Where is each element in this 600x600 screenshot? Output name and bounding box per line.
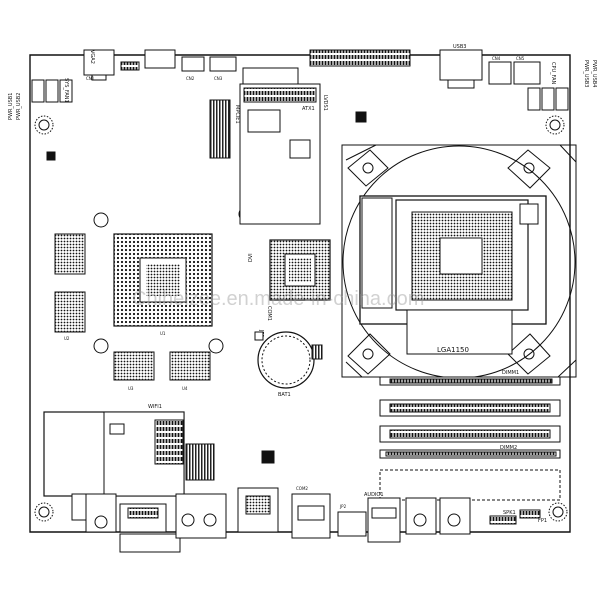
label-bat: BAT1 <box>278 392 291 398</box>
label-pwr-right-a: PWR_USB3 <box>583 60 589 87</box>
small-chips <box>46 111 367 464</box>
label-pwr-right-b: PWR_USB4 <box>591 60 597 87</box>
watermark: Chiheizee.en.made-in-china.com <box>132 288 424 310</box>
left-edge-headers <box>31 79 569 111</box>
label-con-b: CN2 <box>186 76 195 81</box>
wifi-module <box>43 411 185 497</box>
bottom-io <box>71 443 541 553</box>
label-socket: LGA1150 <box>437 346 469 354</box>
secondary-bga <box>269 239 331 301</box>
label-com-b: COM2 <box>296 486 308 491</box>
label-spk: SPK1 <box>503 510 516 516</box>
cpu-socket <box>359 195 547 355</box>
label-chip-u4: U4 <box>182 386 188 391</box>
label-lvds: LVDS1 <box>322 95 328 111</box>
lvds-module <box>209 83 321 225</box>
label-vga: VGA2 <box>89 50 95 64</box>
label-con-c: CN3 <box>214 76 223 81</box>
label-chip-u2: U2 <box>64 336 70 341</box>
label-jp-b: JP2 <box>339 504 347 509</box>
label-pwr-left-a: PWR_USB1 <box>8 93 14 120</box>
label-wifi: WIFI1 <box>148 404 162 410</box>
dimm-slots <box>379 376 561 501</box>
label-sys-fan: SYS_FAN1 <box>63 78 69 103</box>
label-cpu-fan: CPU_FAN <box>550 62 556 85</box>
label-com-a: COM1 <box>266 306 272 321</box>
label-mini-pcie: MPCIE1 <box>234 105 240 124</box>
label-usb-top: USB3 <box>453 44 466 50</box>
label-pwr-left-b: PWR_USB2 <box>16 93 22 120</box>
label-con-a: CN1 <box>86 76 95 81</box>
label-audio: AUDIO1 <box>364 492 384 498</box>
label-dimm2: DIMM2 <box>500 445 517 451</box>
label-chip-u3: U3 <box>128 386 134 391</box>
label-con-e: CN5 <box>516 56 525 61</box>
top-connectors <box>83 49 541 89</box>
chipset-bga <box>113 233 213 327</box>
memory-chips-left <box>54 233 211 381</box>
label-fp: FP1 <box>538 518 547 524</box>
cmos-battery <box>254 331 323 389</box>
label-con-d: CN4 <box>492 56 501 61</box>
label-chip-u1: U1 <box>160 331 166 336</box>
label-dimm1: DIMM1 <box>502 370 519 376</box>
label-atx: ATX1 <box>302 106 315 112</box>
label-dvi: DVI <box>248 253 254 262</box>
